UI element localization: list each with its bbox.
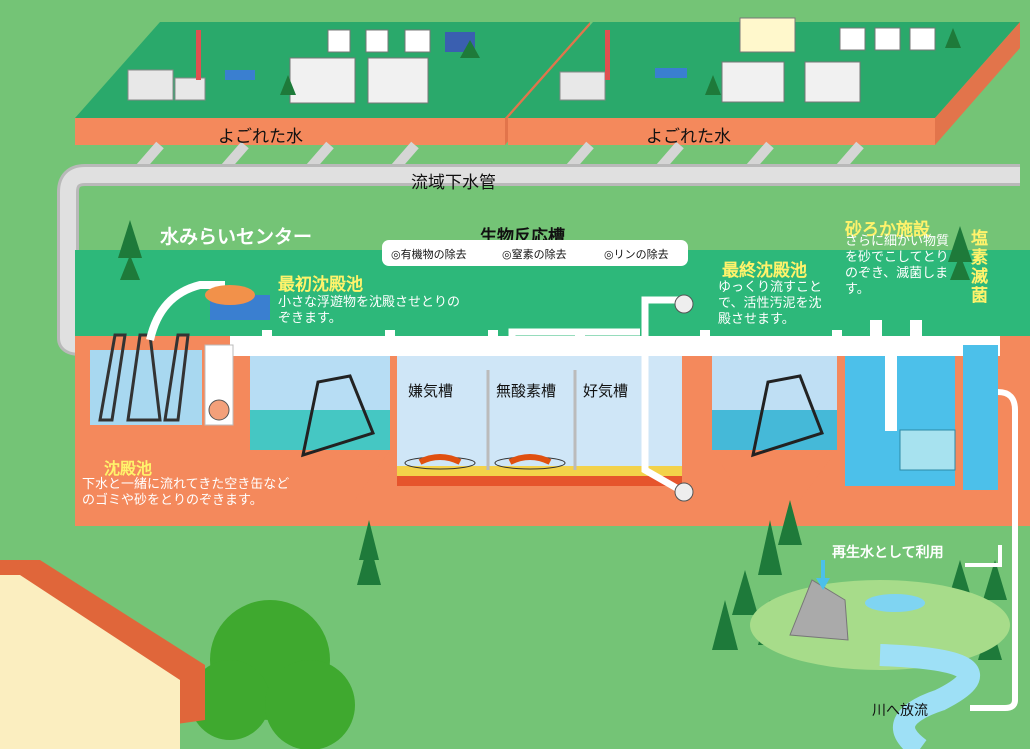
bio-removal-organic: ◎有機物の除去	[391, 248, 467, 261]
center-name: 水みらいセンター	[160, 226, 313, 248]
bio-removal-nitrogen: ◎窒素の除去	[502, 248, 567, 261]
dirty-water-label-right: よごれた水	[646, 127, 731, 147]
sand-filter-desc: さらに細かい物質を砂でこしてとりのぞき、滅菌します。	[845, 234, 950, 297]
grit-chamber-title: 沈殿池	[104, 459, 153, 478]
primary-clarifier-desc: 小さな浮遊物を沈殿させとりのぞきます。	[278, 295, 461, 326]
grit-chamber-desc: 下水と一緒に流れてきた空き缶などのゴミや砂をとりのぞきます。	[82, 477, 290, 508]
anoxic-tank-label: 無酸素槽	[496, 382, 557, 400]
dirty-water-label-left: よごれた水	[218, 127, 303, 147]
trunk-sewer-label: 流域下水管	[411, 173, 496, 193]
river-discharge-label: 川へ放流	[872, 703, 928, 719]
anaerobic-tank-label: 嫌気槽	[408, 382, 454, 400]
chlorine-title: 塩素滅菌	[971, 229, 988, 306]
bio-tank-removal-box: ◎有機物の除去 ◎窒素の除去 ◎リンの除去	[382, 240, 688, 266]
final-clarifier-desc: ゆっくり流すことで、活性汚泥を沈殿させます。	[718, 280, 823, 327]
primary-clarifier-title: 最初沈殿池	[278, 275, 363, 295]
buildings-left	[127, 29, 480, 104]
bio-removal-phosphorus: ◎リンの除去	[604, 248, 669, 261]
sand-filter-title: 砂ろか施設	[845, 220, 930, 240]
aerobic-tank-label: 好気槽	[583, 382, 629, 400]
final-clarifier-title: 最終沈殿池	[722, 261, 807, 281]
reuse-label: 再生水として利用	[832, 545, 944, 561]
buildings-right	[559, 17, 961, 103]
